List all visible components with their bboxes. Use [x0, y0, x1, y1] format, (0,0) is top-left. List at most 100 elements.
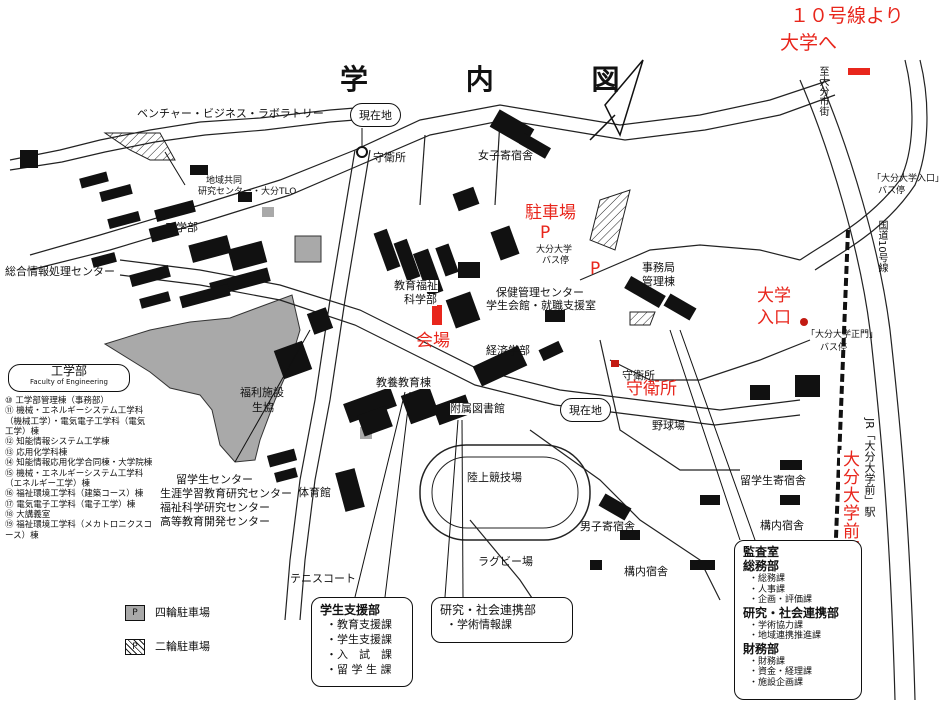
legend-item: ⑭ 知能情報応用化学合同棟・大学院棟 — [5, 458, 153, 469]
student-support-item: ・入 試 課 — [326, 647, 392, 661]
key-two-wheel-swatch: P — [125, 639, 145, 655]
legend-item: ⑲ 福祉環境工学科（メカトロニクスコース）棟 — [5, 520, 152, 541]
student-support-item: ・教育支援課 — [326, 618, 392, 632]
health-center-label: 保健管理センター — [496, 286, 584, 299]
parking-area — [262, 207, 274, 217]
building — [188, 235, 232, 263]
building — [129, 265, 171, 287]
building — [79, 171, 109, 189]
key-two-wheel-label: 二輪駐車場 — [155, 640, 210, 653]
student-support-heading: 学生支援部 — [320, 603, 381, 617]
track-label: 陸上競技場 — [467, 471, 522, 484]
admin-research-heading: 研究・社会連携部 — [743, 606, 840, 621]
rugby-label: ラグビー場 — [478, 555, 533, 568]
running-track-inner — [431, 456, 579, 529]
tennis-label: テニスコート — [290, 572, 356, 585]
collab-center-label-2: 研究センター・大分TLO — [198, 187, 297, 197]
admin-item: ・資金・経理課 — [749, 667, 813, 678]
key-two-wheel: P 二輪駐車場 — [125, 638, 210, 655]
economics-label: 経済学部 — [486, 344, 530, 357]
legend-item: ⑪ 機械・エネルギーシステム工学科（機械工学）・電気電子工学科（電気工学）棟 — [5, 406, 146, 438]
bus-stop-gate-label: 「大分大学正門」 — [806, 330, 879, 340]
guardhouse-red-label: 守衛所 — [626, 379, 677, 399]
liberal-arts-label: 教養教育棟 — [376, 376, 431, 390]
legend-item: ⑯ 福祉環境工学科（建築コース）棟 — [5, 489, 144, 500]
map-title: 学 内 図 — [340, 63, 664, 96]
centers-label-3: 福祉科学研究センター — [160, 501, 270, 514]
admin-general-heading: 総務部 — [743, 559, 780, 574]
guard-top-label: 守衛所 — [373, 151, 406, 164]
route10-road-label: 国道10号線 — [876, 220, 887, 273]
engineering-legend-heading: 工学部 — [50, 364, 87, 378]
student-support-item: ・留 学 生 課 — [326, 662, 392, 676]
admin-item: ・学術協力課 — [749, 620, 804, 631]
city-direction-label: 至大分市街 — [817, 66, 828, 116]
bus-stop-univ-label-2: バス停 — [542, 256, 570, 266]
building — [393, 238, 421, 282]
building — [400, 385, 440, 425]
engineering-legend-box: 工学部 Faculty of Engineering — [8, 364, 130, 392]
building — [154, 200, 196, 222]
building — [620, 530, 640, 540]
parking-p-mark-2: P — [590, 259, 601, 279]
building — [452, 186, 480, 212]
building — [598, 493, 632, 521]
admin-item: ・総務課 — [749, 573, 786, 584]
building — [306, 307, 334, 335]
building — [266, 448, 298, 468]
route10-label-1: １０号線より — [790, 5, 904, 27]
bike-parking-area — [629, 311, 656, 326]
current-location-dot — [356, 146, 368, 158]
student-hall-label: 学生会館・就職支援室 — [486, 299, 596, 312]
building — [780, 460, 802, 470]
admin-item: ・施設企画課 — [749, 678, 804, 689]
student-support-item: ・学生支援課 — [326, 633, 392, 647]
centers-label-1: 留学生センター — [176, 473, 253, 486]
current-location-bubble-mid: 現在地 — [560, 398, 611, 422]
info-center-label: 総合情報処理センター — [5, 265, 115, 278]
admin-item: ・財務課 — [749, 656, 786, 667]
building — [274, 467, 298, 483]
route10-label-2: 大学へ — [780, 32, 838, 54]
engineering-legend-list: ⑩ 工学部管理棟（事務部） ⑪ 機械・エネルギーシステム工学科（機械工学）・電気… — [5, 396, 153, 541]
admin-finance-heading: 財務部 — [743, 642, 780, 657]
building — [148, 221, 180, 243]
building — [624, 275, 666, 309]
entrance-label-2: 入口 — [757, 308, 791, 328]
legend-item: ⑩ 工学部管理棟（事務部） — [5, 396, 109, 406]
parking-p-mark: P — [540, 223, 551, 243]
building — [795, 375, 820, 397]
building — [700, 495, 720, 505]
running-track — [419, 444, 591, 541]
building — [750, 385, 770, 400]
admin-box: 監査室 総務部 ・総務課 ・人事課 ・企画・評価課 研究・社会連携部 ・学術協力… — [734, 540, 862, 700]
bike-parking-area — [103, 132, 176, 161]
station-red-label: 大分大学前駅 — [839, 450, 859, 558]
building — [780, 495, 800, 505]
guard-mid-label: 守衛所 — [622, 369, 655, 382]
route10-marker — [848, 68, 870, 75]
building — [472, 345, 528, 387]
engineering-legend-subheading: Faculty of Engineering — [30, 378, 108, 386]
north-arrow-icon — [589, 59, 644, 141]
building — [435, 243, 459, 277]
building — [91, 252, 117, 268]
legend-item: ⑱ 大講義室 — [5, 509, 51, 520]
parking-red-label: 駐車場 — [525, 203, 576, 223]
parking-area — [294, 235, 322, 263]
key-four-wheel-swatch: P — [125, 605, 145, 621]
bus-stop-univ-label: 大分大学 — [536, 245, 573, 255]
intl-dorm-label: 留学生寄宿舎 — [740, 474, 806, 487]
womens-dorm-label: 女子寄宿舎 — [478, 149, 533, 162]
building — [238, 192, 252, 202]
building — [663, 293, 697, 321]
campus-housing-label-2: 構内宿舎 — [624, 565, 668, 578]
building — [99, 184, 133, 202]
admin-label-2: 管理棟 — [642, 275, 675, 288]
building — [490, 225, 520, 261]
venue-label: 会場 — [416, 331, 450, 351]
entrance-label-1: 大学 — [757, 286, 791, 306]
building — [179, 283, 231, 309]
